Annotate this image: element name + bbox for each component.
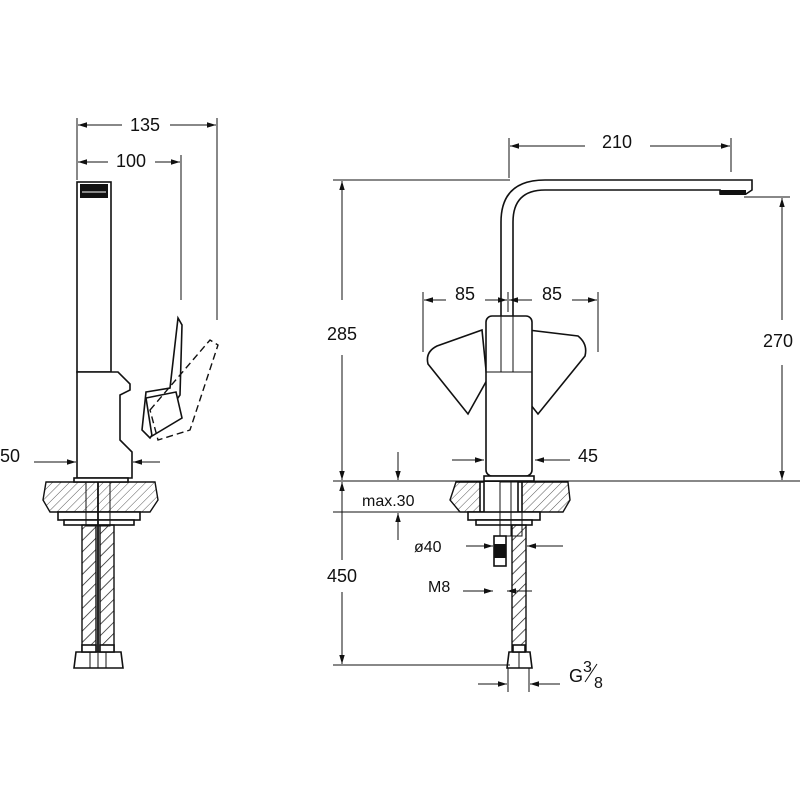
- svg-text:G: G: [569, 666, 583, 686]
- svg-text:8: 8: [594, 675, 603, 692]
- side-lever-alt: [149, 339, 219, 441]
- side-hose-right: [99, 524, 115, 654]
- front-view: [333, 179, 800, 669]
- side-spout-column: [76, 181, 112, 373]
- dim-dia40: ø40: [414, 539, 442, 556]
- front-handle-left: [426, 328, 488, 416]
- front-dimensions: 210 285 270 85 85 45 max.30 ø40: [327, 132, 793, 692]
- dim-285: 285: [327, 324, 357, 344]
- dim-450: 450: [327, 566, 357, 586]
- dim-100: 100: [116, 151, 146, 171]
- dim-45: 45: [578, 446, 598, 466]
- dim-50: 50: [0, 446, 20, 466]
- dim-270: 270: [763, 331, 793, 351]
- dim-g38: G 3 8: [569, 659, 603, 692]
- dim-85-right: 85: [542, 284, 562, 304]
- dim-m8: M8: [428, 579, 450, 596]
- side-view: [42, 181, 219, 669]
- front-spout: [500, 179, 753, 476]
- side-deck: [42, 481, 159, 513]
- svg-text:3: 3: [583, 659, 592, 676]
- side-body-base: [76, 371, 133, 479]
- side-deck-clamp: [57, 511, 141, 521]
- side-dimensions: 135 100 50: [0, 115, 218, 466]
- front-body: [485, 315, 533, 477]
- side-hose-left: [81, 524, 97, 654]
- dim-135: 135: [130, 115, 160, 135]
- dim-210: 210: [602, 132, 632, 152]
- front-hose: [511, 524, 527, 656]
- dim-max30: max.30: [362, 493, 415, 510]
- dim-85-left: 85: [455, 284, 475, 304]
